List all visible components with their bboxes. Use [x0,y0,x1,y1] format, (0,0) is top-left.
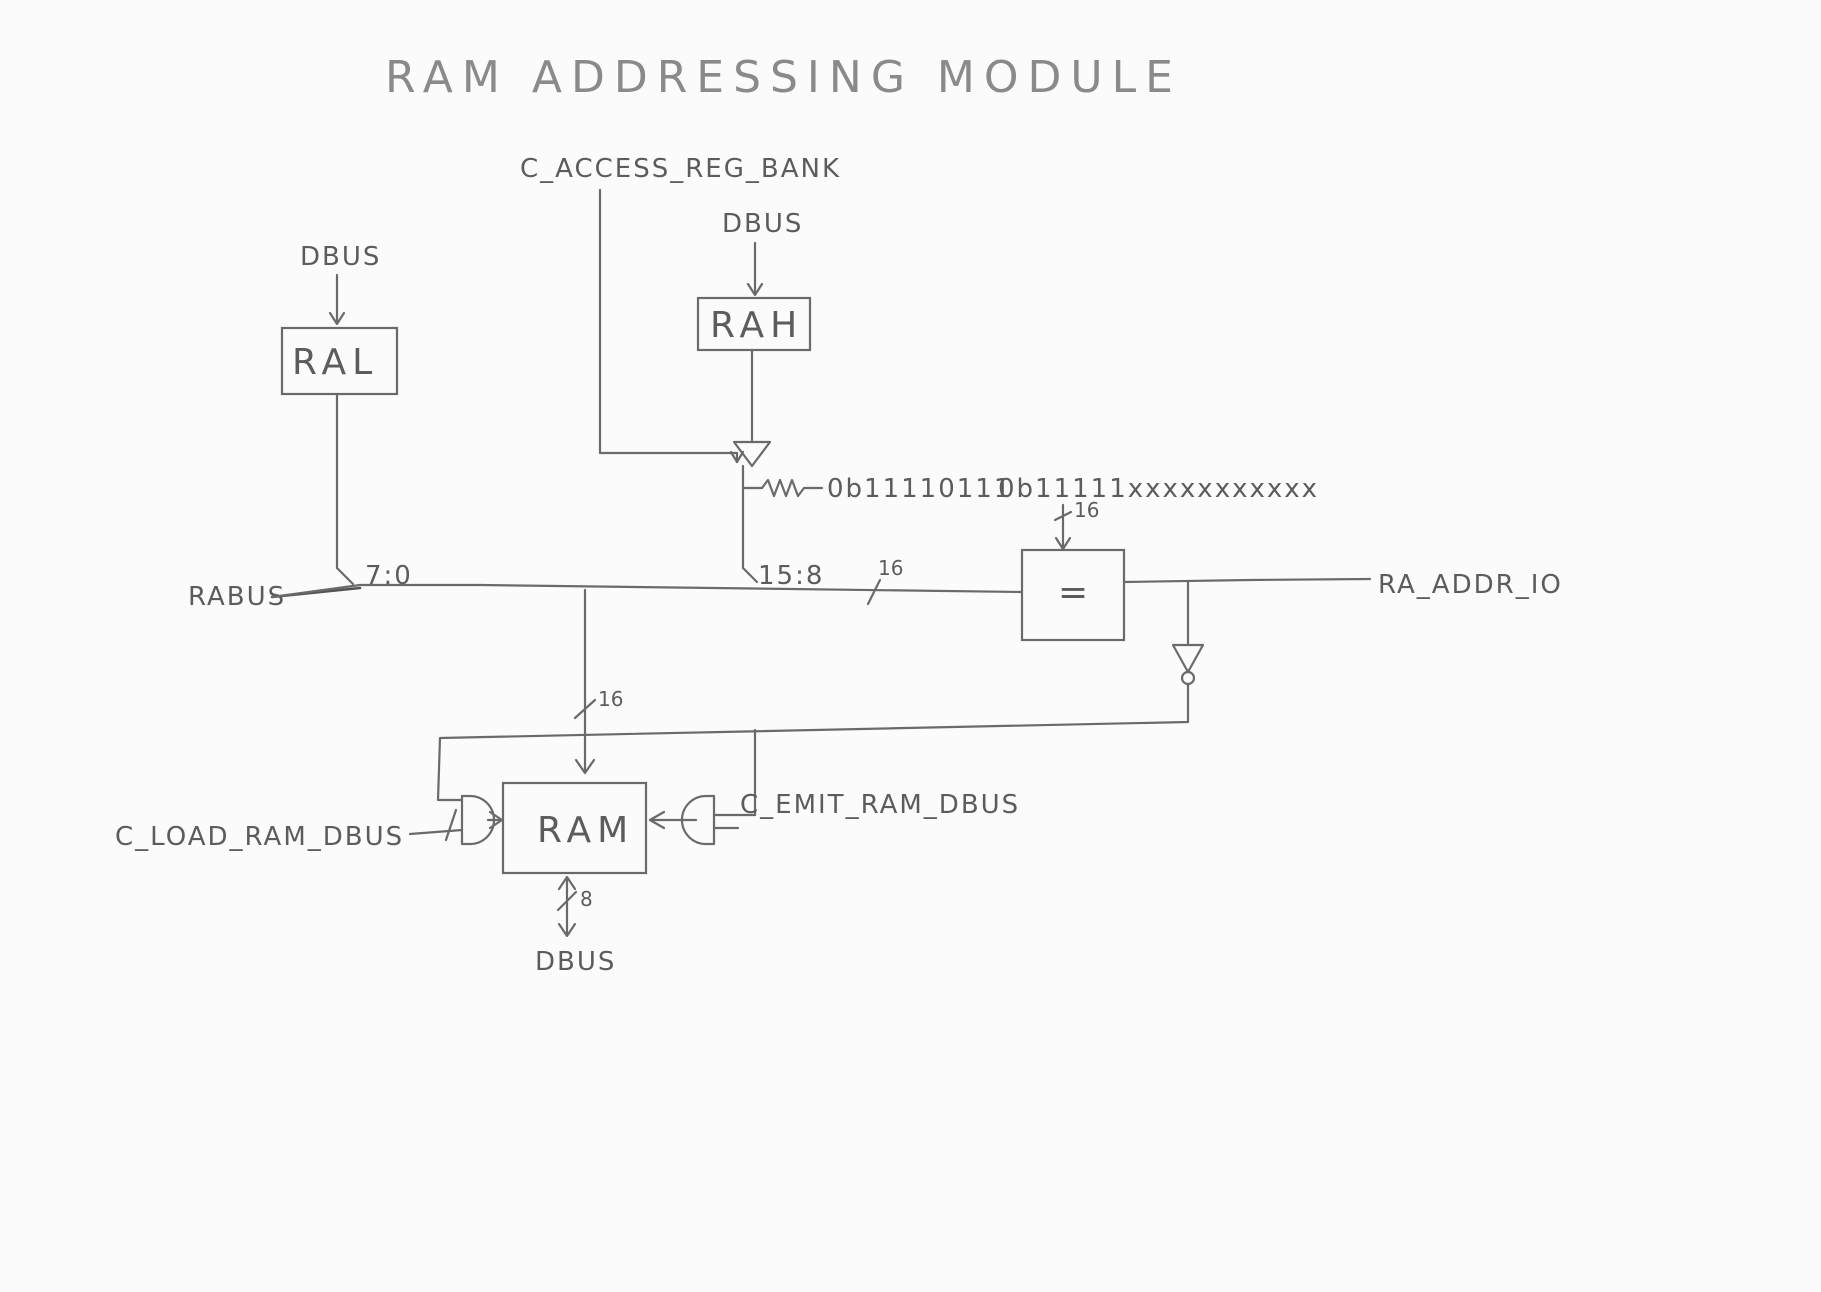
rabus-wire [270,583,1024,599]
load-and-gate [460,794,496,846]
inverter-bubble [1180,670,1196,686]
c-load-ram-dbus-label: C_LOAD_RAM_DBUS [115,822,404,852]
ram-address-slash [573,698,597,720]
ral-bus-tap [335,566,355,586]
ram-data-arrow-down [557,922,577,938]
load-gate-arrow [488,810,504,830]
emit-and-gate [680,794,716,846]
c-load-ram-dbus-wire [408,828,464,836]
ram-data-arrow-up [557,875,577,891]
rah-label: RAH [710,305,803,346]
rabus-label: RABUS [188,582,286,612]
bus-width-label: 16 [878,556,903,580]
c-access-reg-bank-label: C_ACCESS_REG_BANK [520,154,841,184]
ram-address-width-label: 16 [598,687,623,711]
ram-address-arrow [574,758,596,775]
inverter-output-wire [436,682,1190,802]
ram-data-slash [556,890,578,912]
c-access-reg-bank-arrow [729,450,745,464]
dbus-to-ral-arrow [328,311,346,326]
ra-addr-io-wire [1122,577,1372,584]
pullup-constant-label: 0b11110111 [827,474,1012,504]
comparator-label: = [1058,572,1094,613]
rah-bits-label: 15:8 [758,561,824,591]
ram-data-width-label: 8 [580,887,593,911]
ral-bits-label: 7:0 [365,561,413,591]
rah-register [696,296,812,352]
c-access-reg-bank-wire [598,188,739,464]
dbus-to-rah-arrow [746,282,764,297]
pullup-resistor [760,478,824,498]
dbus-label-ram: DBUS [535,947,616,977]
comparator [1020,548,1126,642]
rah-tristate-buffer [732,440,772,468]
dbus-label-rah: DBUS [722,209,803,239]
ra-addr-io-label: RA_ADDR_IO [1378,570,1563,600]
compare-width-label: 16 [1074,498,1099,522]
ral-register [280,326,399,396]
compare-constant-label: 0b11111xxxxxxxxxxx [998,474,1319,504]
ram-label: RAM [537,810,634,851]
ral-label: RAL [292,342,378,383]
rah-bus-tap [741,566,759,584]
dbus-label-ral: DBUS [300,242,381,272]
diagram-title: RAM ADDRESSING MODULE [385,52,1182,103]
ram-block [501,781,648,875]
inverter [1171,643,1205,674]
compare-width-slash [1053,510,1073,522]
bus-width-slash [866,578,882,606]
c-emit-ram-dbus-label: C_EMIT_RAM_DBUS [740,790,1020,820]
load-gate-slash [444,808,458,842]
